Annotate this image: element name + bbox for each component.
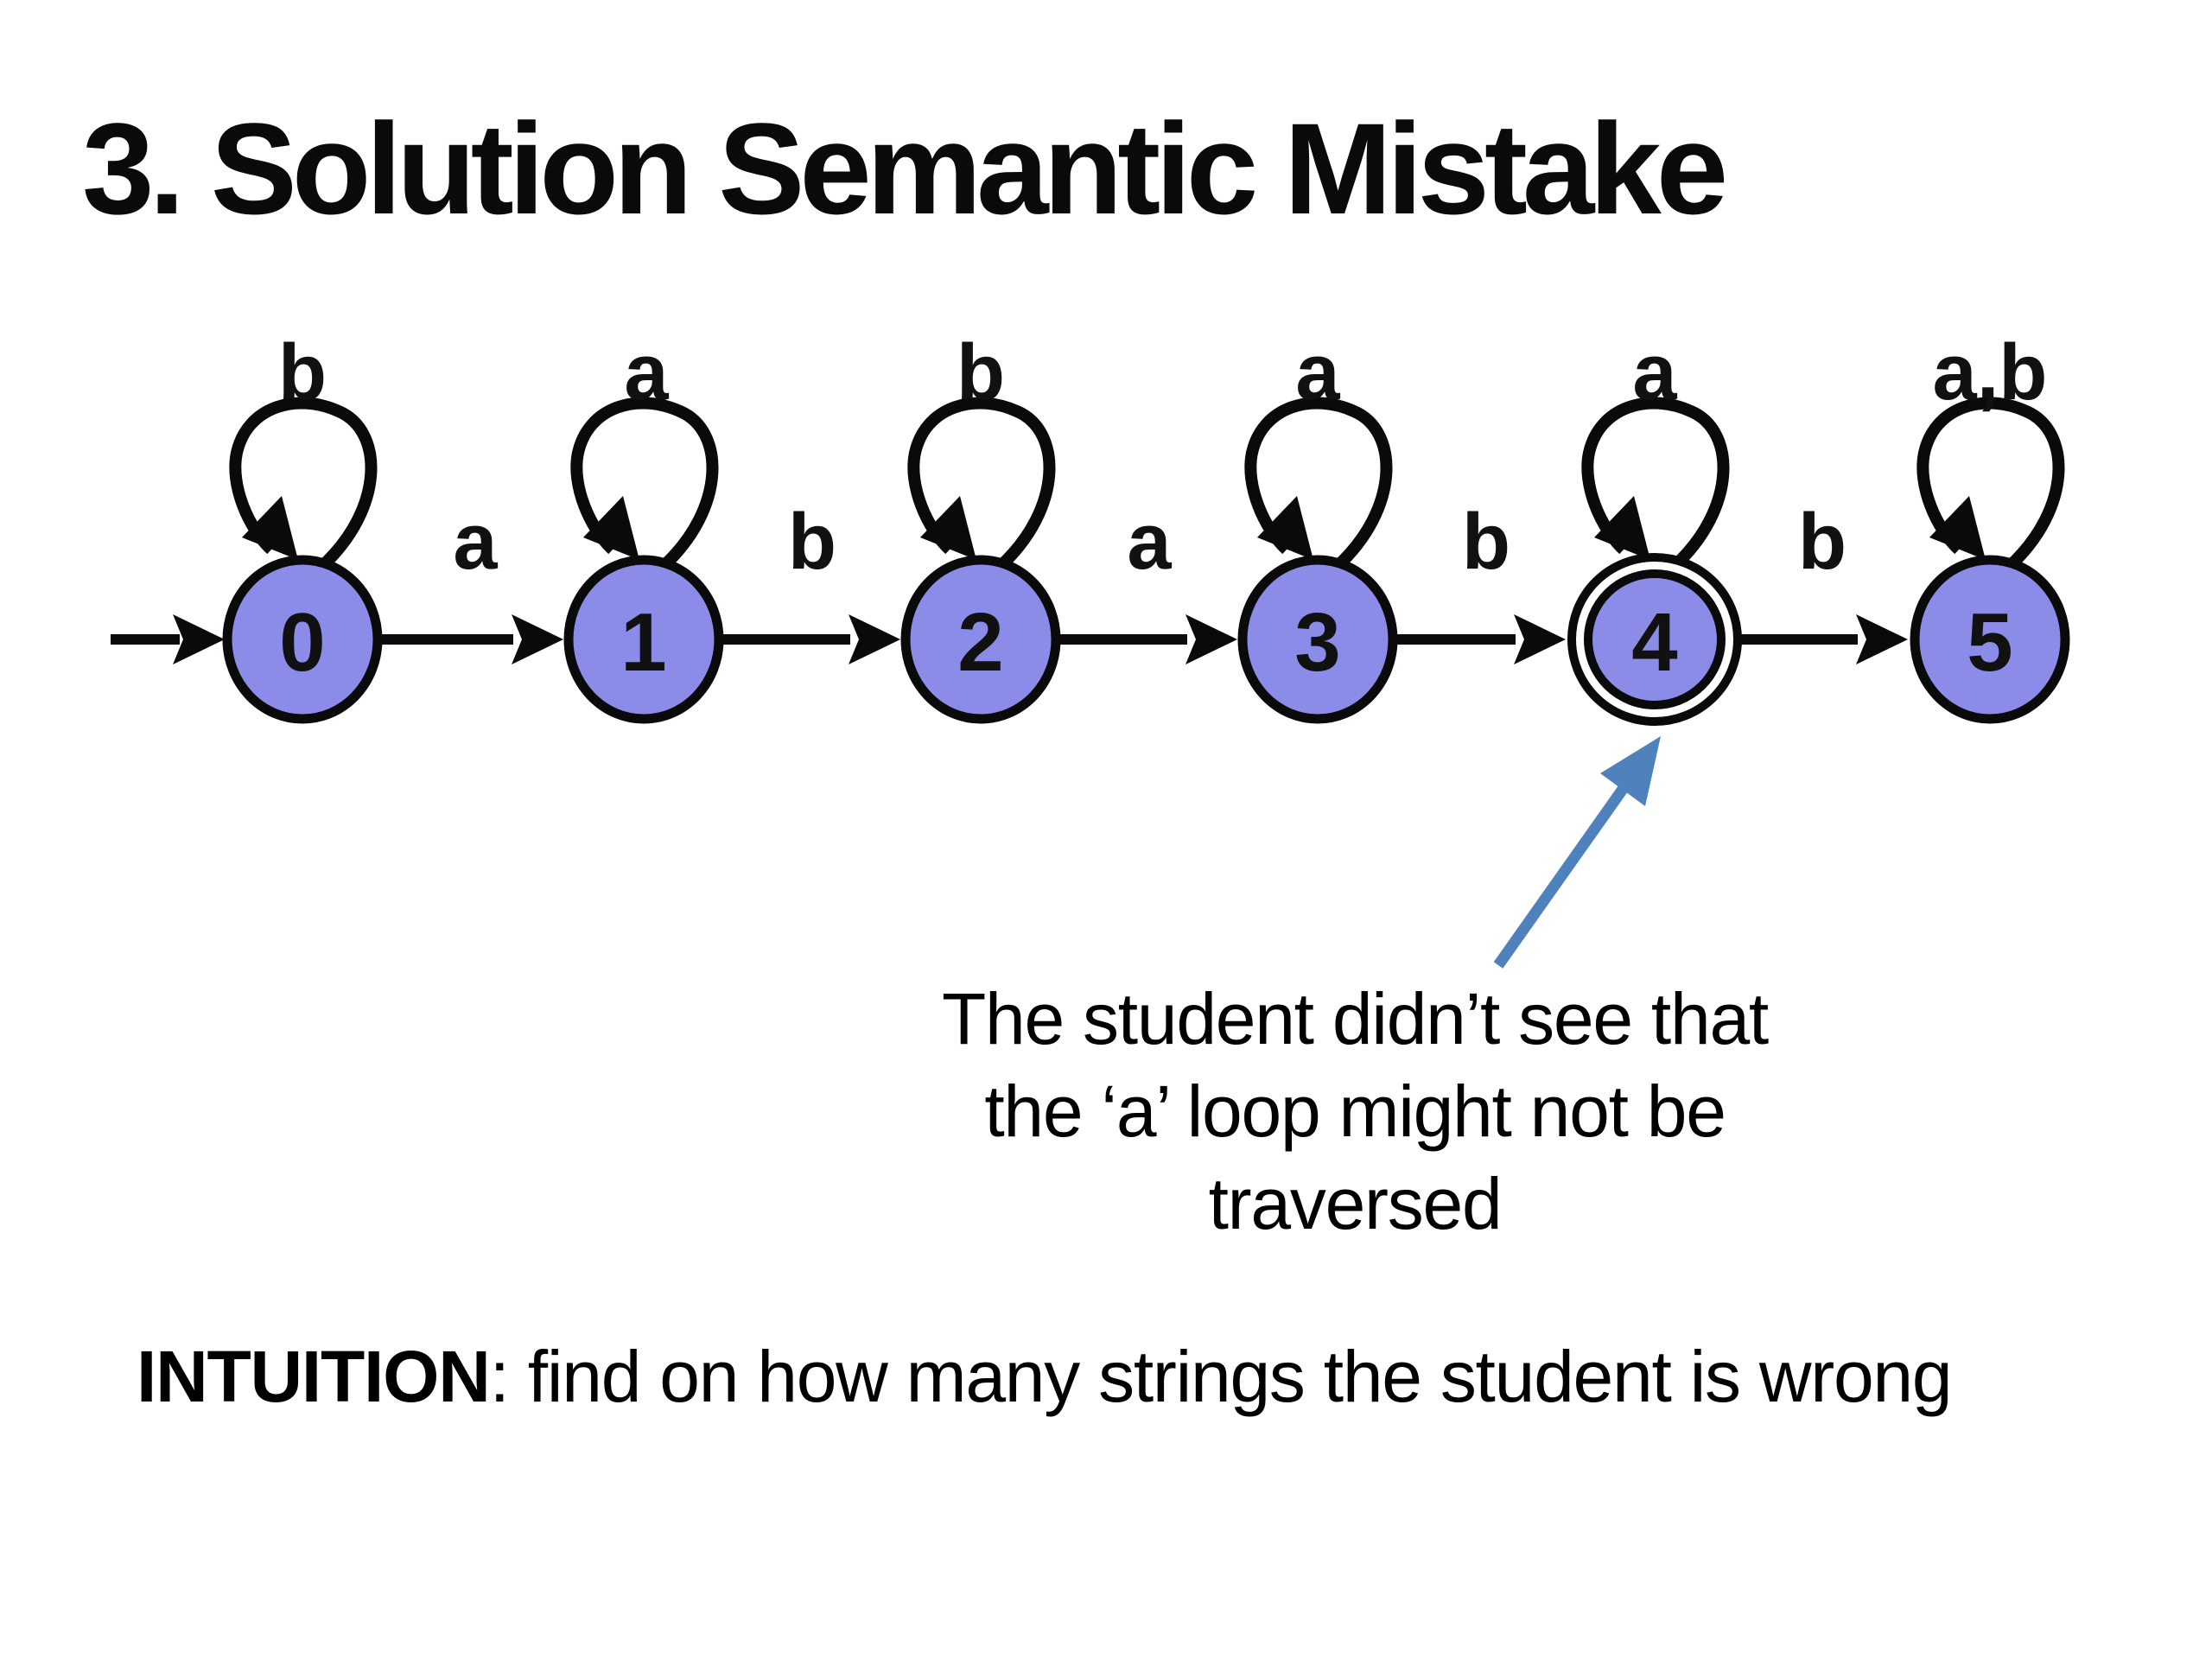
state-1: 1 [563, 555, 724, 724]
transition-arrow-0-1 [378, 614, 563, 664]
transition-arrow-1-2 [719, 614, 900, 664]
annotation-line-1: The student didn’t see that [942, 978, 1769, 1059]
loop-label-state-0: b [278, 328, 327, 416]
loop-label-state-2: b [957, 328, 1005, 416]
transition-arrow-4-5 [1738, 614, 1908, 664]
state-1-label: 1 [620, 596, 666, 689]
loop-arrowhead [1929, 496, 1986, 560]
state-0-label: 0 [279, 596, 325, 689]
intuition-keyword: INTUITION [137, 1336, 491, 1417]
loop-arrowhead [242, 496, 298, 560]
transition-label-2-3: a [1127, 498, 1172, 586]
transition-arrow-3-4 [1393, 614, 1566, 664]
state-3: 3 [1237, 555, 1398, 724]
self-loop-state-5 [1916, 397, 2065, 572]
loop-arrowhead [920, 496, 976, 560]
page-title: 3. Solution Semantic Mistake [82, 96, 1728, 241]
intuition-line: INTUITION: find on how many strings the … [137, 1331, 1953, 1423]
state-4-accepting: 4 [1567, 553, 1742, 726]
self-loop-state-0 [229, 397, 378, 572]
loop-label-state-3: a [1295, 328, 1340, 416]
annotation-callout-text: The student didn’t see that the ‘a’ loop… [836, 973, 1873, 1250]
transition-label-0-1: a [453, 498, 498, 586]
annotation-line-2: the ‘a’ loop might not be [984, 1071, 1726, 1152]
state-5-label: 5 [1967, 596, 2012, 689]
loop-label-state-5: a,b [1933, 328, 2048, 416]
transition-arrow-2-3 [1056, 614, 1237, 664]
state-2-label: 2 [957, 596, 1003, 689]
loop-label-state-4: a [1632, 328, 1677, 416]
transition-label-3-4: b [1462, 498, 1510, 586]
callout-arrow [1493, 736, 1661, 969]
transition-label-1-2: b [788, 498, 836, 586]
state-0: 0 [222, 555, 383, 724]
loop-arrowhead [583, 496, 639, 560]
self-loop-state-3 [1244, 397, 1393, 572]
state-4-label: 4 [1631, 596, 1677, 689]
start-arrow [111, 614, 225, 664]
self-loop-state-4 [1581, 397, 1730, 572]
annotation-line-3: traversed [1208, 1163, 1503, 1244]
self-loop-state-1 [570, 397, 719, 572]
loop-label-state-1: a [624, 328, 669, 416]
transition-label-4-5: b [1798, 498, 1847, 586]
self-loop-state-2 [907, 397, 1056, 572]
loop-arrowhead [1594, 496, 1650, 560]
state-2: 2 [900, 555, 1061, 724]
loop-arrowhead [1257, 496, 1313, 560]
state-5: 5 [1910, 555, 2070, 724]
intuition-text: : find on how many strings the student i… [489, 1336, 1953, 1417]
state-3-label: 3 [1294, 596, 1340, 689]
